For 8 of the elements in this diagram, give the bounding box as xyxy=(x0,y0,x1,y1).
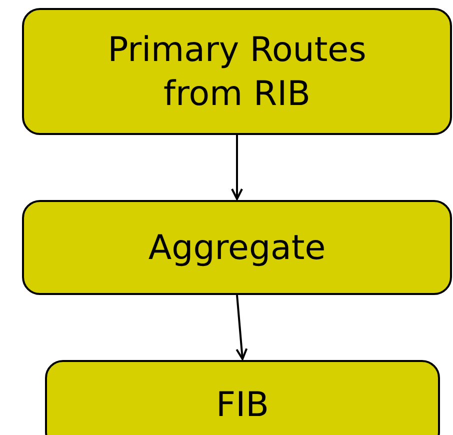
box-label: Aggregate xyxy=(147,226,327,270)
arrow xyxy=(231,135,243,200)
process-box xyxy=(45,360,440,435)
box-label: Primary Routes from RIB xyxy=(106,28,368,116)
process-box xyxy=(22,8,452,135)
process-box xyxy=(22,200,452,295)
arrow xyxy=(236,294,248,360)
box-label: FIB xyxy=(215,384,270,427)
